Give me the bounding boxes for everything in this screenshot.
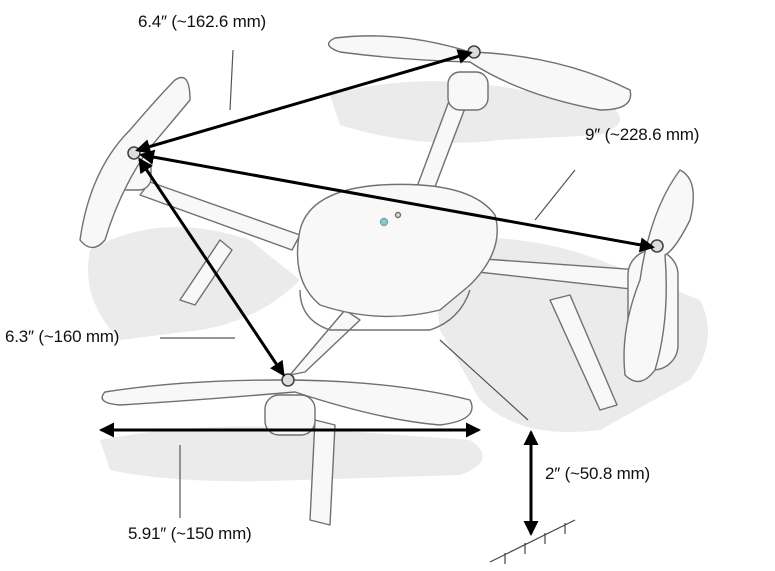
leader-top-diagonal	[229, 49, 234, 111]
leg-right	[549, 294, 618, 411]
leader-long-diagonal	[534, 169, 576, 221]
label-propeller-span: 5.91″ (~150 mm)	[128, 524, 252, 543]
label-side-diagonal: 6.3″ (~160 mm)	[5, 327, 120, 346]
label-top-diagonal: 6.4″ (~162.6 mm)	[138, 12, 267, 31]
leg-front	[309, 419, 336, 526]
ground-line	[489, 519, 576, 564]
label-long-diagonal: 9″ (~228.6 mm)	[585, 125, 700, 144]
leader-height	[439, 339, 529, 421]
propeller-left	[79, 76, 191, 249]
motor-pod-back	[447, 71, 489, 111]
propeller-right	[623, 169, 694, 383]
hub-front	[281, 373, 295, 387]
motor-hubs	[127, 45, 664, 387]
drone-body-base	[299, 289, 471, 331]
label-height: 2″ (~50.8 mm)	[545, 464, 650, 483]
arrow-side-diagonal	[138, 157, 285, 377]
arm-front	[289, 309, 361, 376]
arrow-top-diagonal	[135, 49, 473, 154]
